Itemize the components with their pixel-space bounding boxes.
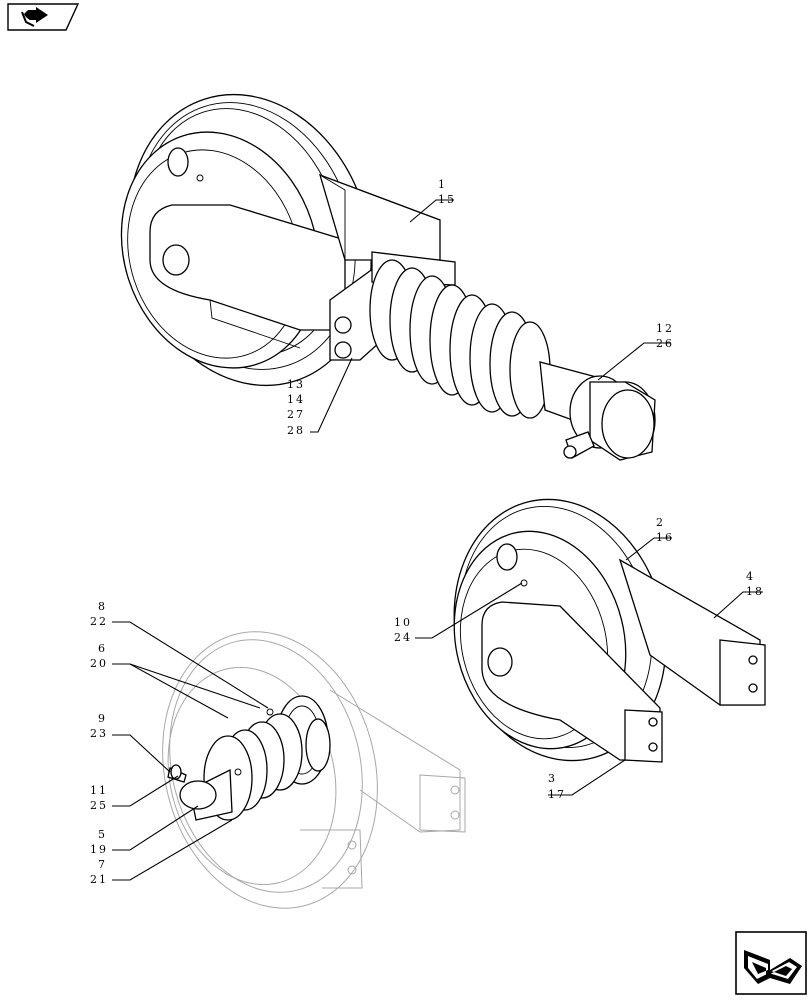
callout-12-26: 12 26 <box>656 322 674 350</box>
callout-10-24: 10 24 <box>394 616 412 644</box>
upper-idler-assembly <box>120 93 656 461</box>
svg-text:9: 9 <box>98 712 107 725</box>
callout-6-20: 6 20 <box>90 642 108 670</box>
svg-text:22: 22 <box>90 615 108 628</box>
svg-text:16: 16 <box>656 531 674 544</box>
svg-text:6: 6 <box>98 642 107 655</box>
svg-text:5: 5 <box>98 828 107 841</box>
callout-7-21: 7 21 <box>90 858 108 886</box>
svg-text:10: 10 <box>394 616 412 629</box>
svg-text:13: 13 <box>287 378 305 391</box>
recoil-spring <box>369 259 551 419</box>
next-page-arrow-icon[interactable] <box>735 931 807 995</box>
svg-text:11: 11 <box>90 784 108 797</box>
svg-text:20: 20 <box>90 657 108 670</box>
svg-text:7: 7 <box>98 858 107 871</box>
callout-4-18: 4 18 <box>746 570 764 598</box>
svg-text:8: 8 <box>98 600 107 613</box>
svg-text:17: 17 <box>548 788 566 801</box>
callout-1-15: 1 15 <box>438 178 456 206</box>
svg-text:21: 21 <box>90 873 108 886</box>
callout-9-23: 9 23 <box>90 712 108 740</box>
svg-text:27: 27 <box>287 408 305 421</box>
svg-text:26: 26 <box>656 337 674 350</box>
callout-2-16: 2 16 <box>656 516 674 544</box>
callout-11-25: 11 25 <box>90 784 108 812</box>
svg-text:19: 19 <box>90 843 108 856</box>
svg-text:28: 28 <box>287 424 305 437</box>
exploded-idler-view <box>162 631 466 909</box>
leader-lines <box>112 199 763 881</box>
svg-text:2: 2 <box>656 516 665 529</box>
svg-text:14: 14 <box>287 393 305 406</box>
svg-text:3: 3 <box>548 772 557 785</box>
svg-text:23: 23 <box>90 727 108 740</box>
svg-text:12: 12 <box>656 322 674 335</box>
callout-5-19: 5 19 <box>90 828 108 856</box>
svg-text:1: 1 <box>438 178 447 191</box>
callout-3-17: 3 17 <box>548 772 566 801</box>
svg-text:4: 4 <box>746 570 755 583</box>
right-idler-assembly <box>453 498 766 763</box>
svg-text:18: 18 <box>746 585 764 598</box>
svg-text:15: 15 <box>438 193 456 206</box>
svg-text:24: 24 <box>394 631 412 644</box>
callout-8-22: 8 22 <box>90 600 108 628</box>
svg-text:25: 25 <box>90 799 108 812</box>
callout-13-14-27-28: 13 14 27 28 <box>287 378 305 437</box>
book-arrow-icon[interactable] <box>7 3 80 31</box>
